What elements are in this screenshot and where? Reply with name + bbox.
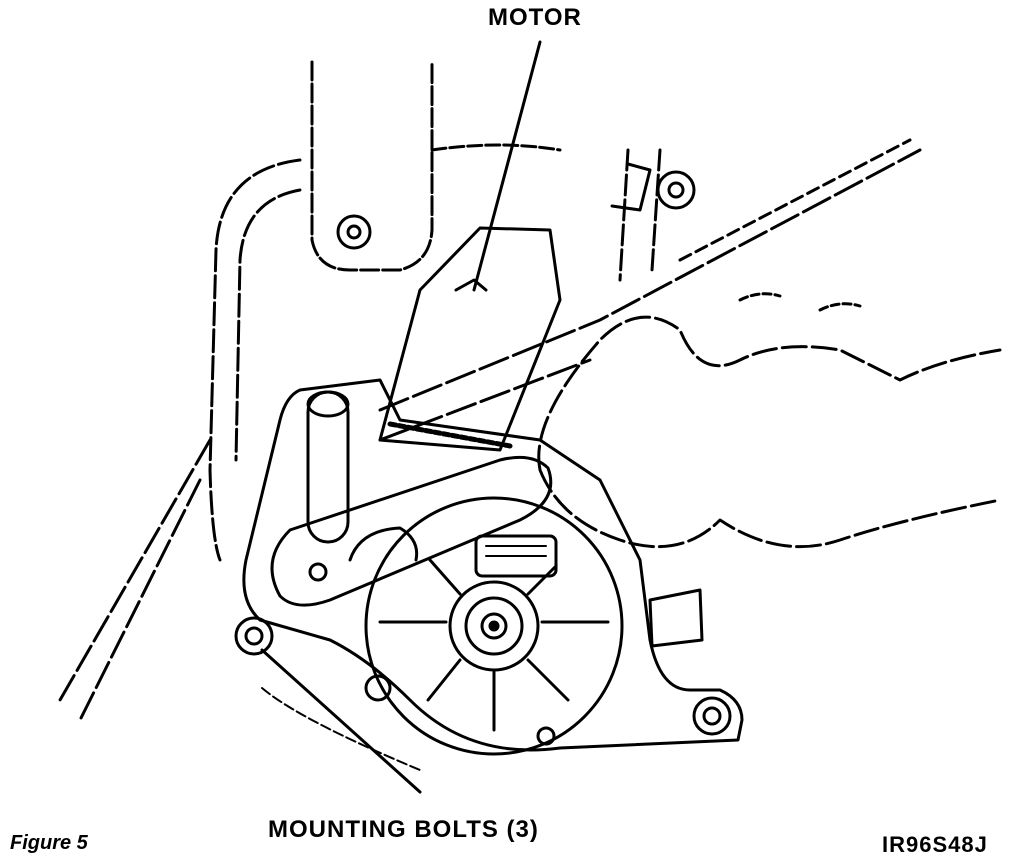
bolt-right-hole — [702, 706, 722, 726]
hand-knuckles — [738, 292, 862, 312]
motor-leader-line — [472, 40, 542, 292]
hand — [537, 315, 1002, 549]
gear-housing — [364, 496, 624, 756]
lift-arm — [270, 455, 553, 607]
left-rail-inner — [234, 188, 302, 462]
gear-inner-ring — [464, 596, 524, 656]
gear-center — [488, 620, 500, 632]
bolt-right — [692, 696, 732, 736]
arm-curve — [348, 526, 419, 562]
bolt-lower — [364, 674, 392, 702]
housing-ribs — [378, 558, 610, 732]
arm-pivot-outer — [308, 562, 328, 582]
right-channel — [618, 148, 662, 282]
upper-nut-hole — [346, 224, 362, 240]
shaft-spring — [387, 421, 513, 449]
figure-caption: Figure 5 — [10, 832, 88, 854]
bolt-left-hole — [244, 626, 264, 646]
figure-code: IR96S48J — [882, 832, 988, 857]
upper-bracket — [310, 60, 434, 272]
roller-top — [306, 390, 350, 418]
mounting-bolts-label: MOUNTING BOLTS (3) — [268, 816, 539, 843]
right-top-clip — [610, 162, 652, 212]
right-top-nut — [656, 170, 696, 210]
bolt-leader-curve — [261, 687, 421, 771]
upper-bracket-curve — [430, 143, 562, 152]
left-rail-outer — [208, 158, 302, 562]
gear-outer-ring — [448, 580, 540, 672]
mounting-plate — [242, 378, 744, 752]
motor-shaft — [378, 226, 562, 452]
left-edge-2 — [78, 478, 202, 722]
gear-hub — [480, 612, 508, 640]
shaft-clip — [454, 278, 488, 292]
upper-nut — [336, 214, 372, 250]
bolt-left — [234, 616, 274, 656]
left-edge-1 — [58, 438, 212, 702]
motor-connector — [474, 534, 558, 578]
wrench-head — [678, 138, 912, 262]
connector-pins — [485, 545, 547, 557]
right-top-nut-hole — [667, 181, 685, 199]
motor-label: MOTOR — [488, 4, 582, 31]
plate-window — [648, 588, 704, 648]
screw-bottom — [536, 726, 556, 746]
bolts-leader-line — [260, 648, 422, 794]
wrench — [378, 148, 922, 442]
